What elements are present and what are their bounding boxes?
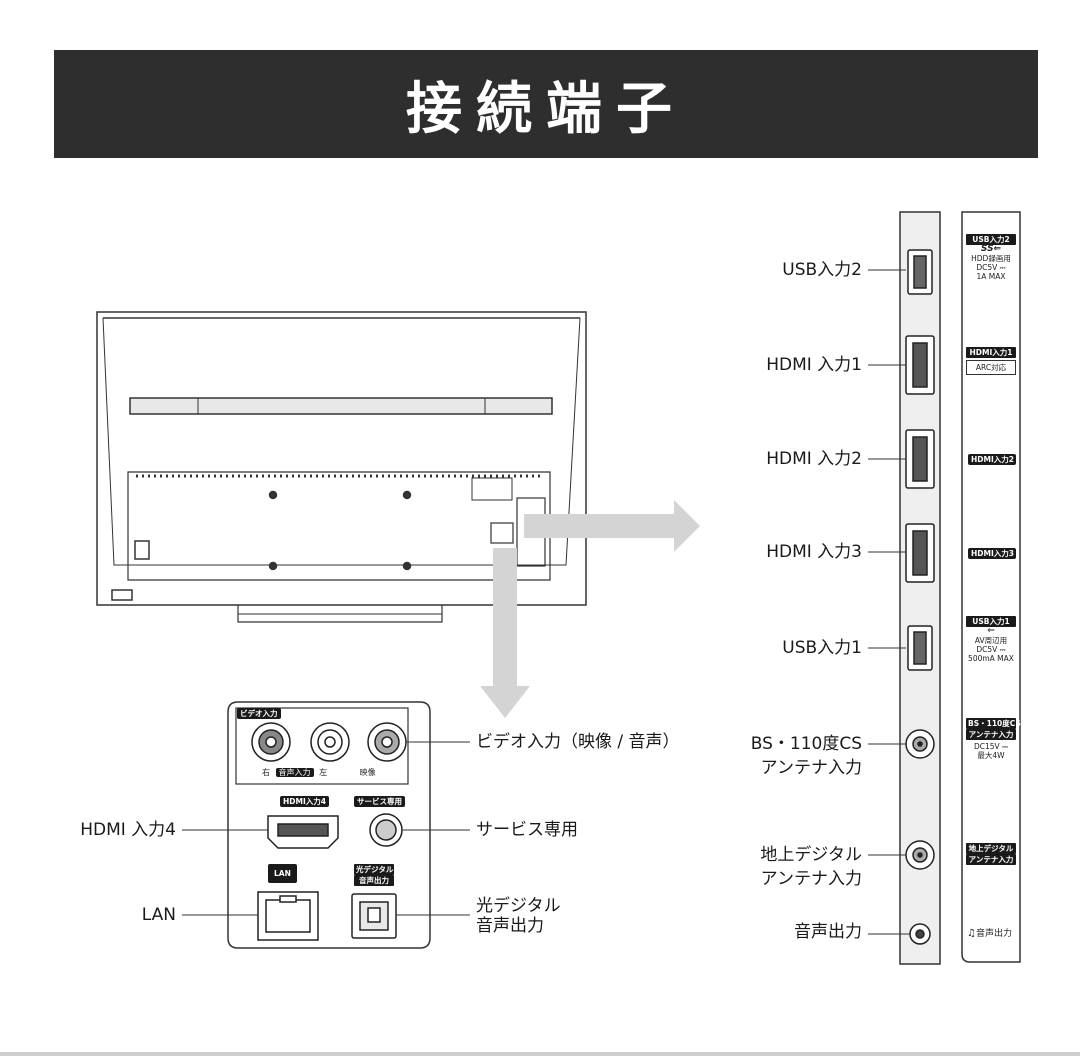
print-hdmi1-sub: ARC対応 — [966, 360, 1016, 375]
label-usb2: USB入力2 — [782, 260, 862, 280]
label-optical-2: 音声出力 — [476, 916, 544, 936]
usb1-port — [907, 625, 933, 671]
audio-out-port — [909, 923, 931, 945]
print-usb2-l2: DC5V ⎓ — [976, 263, 1006, 272]
print-optical-tag-2: 音声出力 — [354, 875, 394, 886]
print-audio-in-tag: 音声入力 — [275, 768, 314, 777]
print-left-ch: 左 — [319, 768, 328, 777]
print-audio-text: 音声出力 — [975, 929, 1012, 939]
label-video-in: ビデオ入力（映像 / 音声） — [476, 732, 680, 752]
print-audio-out: ♫音声出力 — [967, 926, 1012, 939]
print-terr-tag-1: 地上デジタル — [966, 843, 1016, 854]
arrow-down — [480, 548, 530, 718]
bottom-divider — [0, 1052, 1080, 1056]
label-optical-1: 光デジタル — [476, 896, 561, 916]
print-bs-l2: 最大4W — [977, 751, 1005, 760]
page-title: 接続端子 — [406, 76, 686, 142]
bs-antenna-port — [905, 729, 935, 759]
print-video-in-tag: ビデオ入力 — [237, 708, 281, 719]
print-video-ch: 映像 — [359, 768, 376, 777]
tv-rear-illustration — [96, 311, 587, 623]
side-label-strip — [961, 211, 1021, 963]
label-hdmi3: HDMI 入力3 — [766, 542, 862, 562]
print-usb1-tag: USB入力1 — [966, 616, 1016, 627]
print-usb2-tag: USB入力2 — [966, 234, 1016, 245]
print-usb2: USB入力2 SS⇐ HDD録画用 DC5V ⎓ 1A MAX — [966, 234, 1016, 281]
print-hdmi3-tag: HDMI入力3 — [968, 548, 1016, 559]
print-usb1-l1: AV周辺用 — [974, 636, 1008, 645]
print-rca-labels: 右 音声入力 左 映像 — [262, 767, 376, 778]
print-service-tag: サービス専用 — [354, 796, 405, 807]
print-right-ch: 右 — [262, 768, 270, 777]
print-usb1-l3: 500mA MAX — [968, 654, 1014, 663]
print-hdmi1: HDMI入力1 ARC対応 — [966, 347, 1016, 375]
print-bs: BS・110度CS アンテナ入力 DC15V ⎓ 最大4W — [966, 718, 1021, 760]
print-optical-tag-1: 光デジタル — [354, 864, 394, 875]
usb-trident-icon: ⇐ — [987, 626, 995, 636]
print-lan-tag: LAN — [268, 864, 297, 883]
label-bs-antenna-2: アンテナ入力 — [760, 758, 862, 778]
label-lan: LAN — [141, 905, 176, 925]
label-hdmi1: HDMI 入力1 — [766, 355, 862, 375]
arrow-right — [524, 500, 700, 552]
print-terrestrial: 地上デジタル アンテナ入力 — [966, 843, 1016, 865]
print-bs-l1: DC15V ⎓ — [973, 742, 1009, 751]
print-usb2-l1: HDD録画用 — [971, 254, 1011, 263]
optical-port — [351, 893, 397, 939]
label-bs-antenna-1: BS・110度CS — [750, 734, 862, 754]
leader-lines-right — [868, 269, 910, 935]
print-bs-tag-1: BS・110度CS — [966, 718, 1021, 729]
leader-lines-bottom — [182, 741, 470, 916]
label-terrestrial-1: 地上デジタル — [760, 845, 862, 865]
print-optical-tag: 光デジタル 音声出力 — [354, 864, 394, 886]
hdmi3-port — [905, 523, 935, 583]
hdmi2-port — [905, 429, 935, 489]
hdmi4-port — [267, 815, 339, 849]
headphone-icon: ♫ — [967, 928, 976, 939]
print-terr-tag-2: アンテナ入力 — [966, 854, 1016, 865]
label-hdmi2: HDMI 入力2 — [766, 449, 862, 469]
label-audio-out: 音声出力 — [794, 922, 862, 942]
print-usb2-logo: SS⇐ — [980, 244, 1002, 254]
print-bs-tag-2: アンテナ入力 — [966, 729, 1016, 740]
label-usb1: USB入力1 — [782, 638, 862, 658]
terrestrial-antenna-port — [905, 840, 935, 870]
label-hdmi4: HDMI 入力4 — [80, 820, 176, 840]
lan-port — [257, 891, 319, 941]
print-hdmi1-tag: HDMI入力1 — [966, 347, 1016, 358]
print-hdmi2-tag: HDMI入力2 — [968, 454, 1016, 465]
print-usb1: USB入力1 ⇐ AV周辺用 DC5V ⎓ 500mA MAX — [966, 616, 1016, 663]
hdmi1-port — [905, 335, 935, 395]
print-hdmi4-tag: HDMI入力4 — [280, 796, 329, 807]
print-usb1-l2: DC5V ⎓ — [976, 645, 1006, 654]
label-terrestrial-2: アンテナ入力 — [760, 869, 862, 889]
usb2-port — [907, 249, 933, 295]
label-service: サービス専用 — [476, 820, 578, 840]
rca-jacks — [251, 722, 407, 762]
print-usb2-l3: 1A MAX — [976, 272, 1006, 281]
service-port — [369, 813, 403, 847]
title-banner: 接続端子 — [54, 50, 1038, 158]
